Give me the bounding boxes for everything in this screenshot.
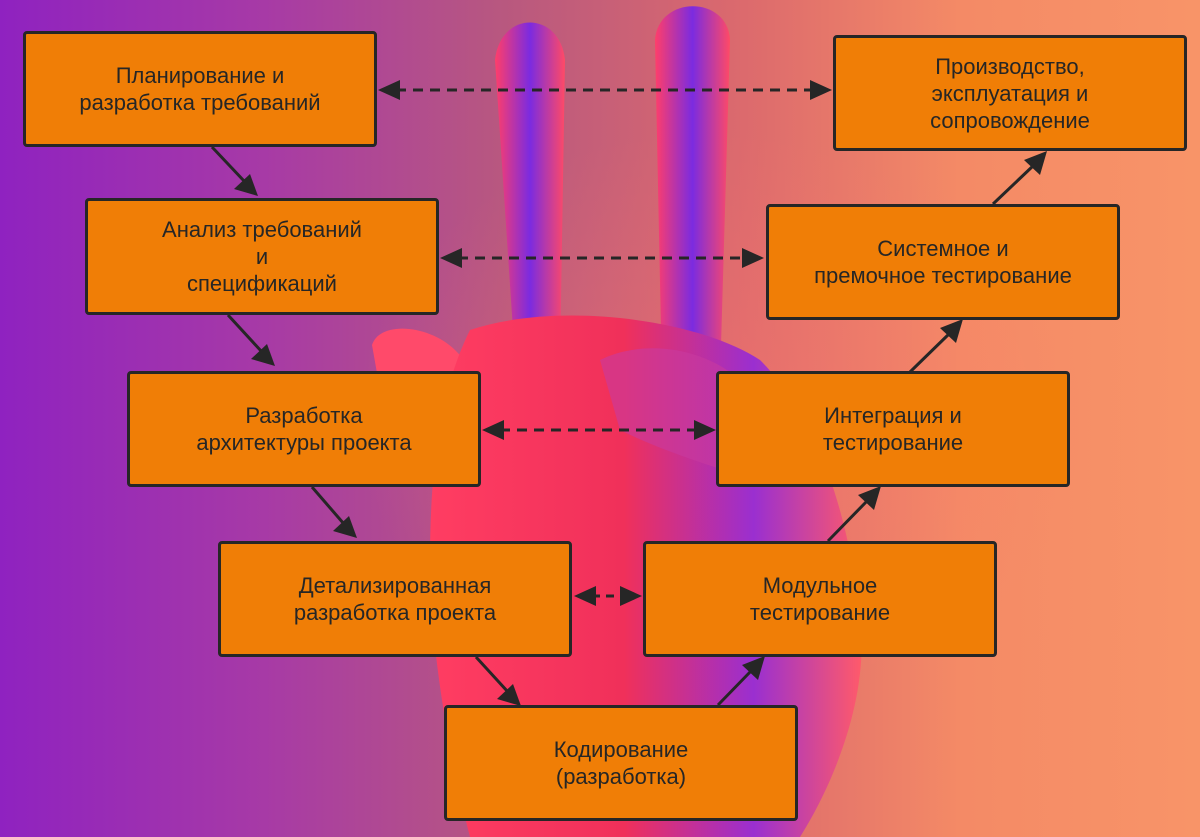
stage-system-test-line-1: Системное и [877, 236, 1009, 261]
stage-analysis-line-1: Анализ требований [162, 217, 362, 242]
stage-integration: Интеграция и тестирование [716, 371, 1070, 487]
stage-production-line-1: Производство, [935, 53, 1085, 79]
stage-detailed-design: Детализированная разработка проекта [218, 541, 572, 657]
stage-coding-line-2: (разработка) [555, 764, 687, 789]
stage-analysis: Анализ требований и спецификаций [85, 198, 439, 315]
stage-analysis-line-2: и [255, 244, 269, 269]
stage-coding-line-1: Кодирование [553, 737, 689, 762]
stage-production-line-3: сопровождение [930, 107, 1090, 133]
stage-unit-test-line-2: тестирование [749, 600, 891, 625]
stage-architecture: Разработка архитектуры проекта [127, 371, 481, 487]
stage-system-testing: Системное и премочное тестирование [766, 204, 1120, 320]
connector-arrows [210, 80, 1047, 707]
stage-architecture-line-2: архитектуры проекта [196, 430, 412, 455]
stage-planning-line-1: Планирование и [115, 63, 285, 88]
stage-system-test-line-2: премочное тестирование [814, 263, 1072, 288]
stage-production-line-2: эксплуатация и [931, 80, 1089, 106]
stage-detailed-line-1: Детализированная [298, 573, 492, 598]
stage-architecture-line-1: Разработка [245, 403, 363, 428]
stage-unit-test-line-1: Модульное [762, 573, 878, 598]
stage-unit-testing: Модульное тестирование [643, 541, 997, 657]
stage-planning-line-2: разработка требований [79, 90, 321, 115]
stage-production: Производство, эксплуатация и сопровожден… [833, 35, 1187, 151]
stage-coding: Кодирование (разработка) [444, 705, 798, 821]
stage-analysis-line-3: спецификаций [187, 271, 337, 296]
stage-detailed-line-2: разработка проекта [293, 600, 497, 625]
stage-integration-line-2: тестирование [822, 430, 964, 455]
stage-integration-line-1: Интеграция и [824, 403, 962, 428]
stage-planning: Планирование и разработка требований [23, 31, 377, 147]
